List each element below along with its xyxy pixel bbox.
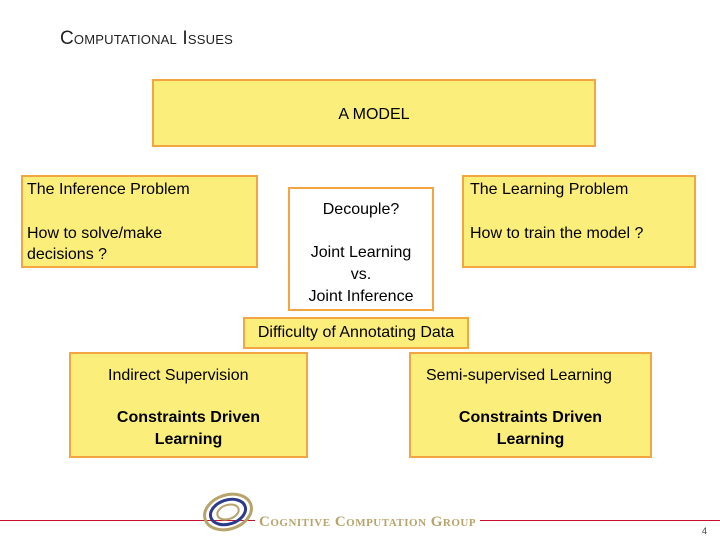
semi-supervised-title: Semi-supervised Learning: [426, 367, 612, 384]
learning-problem-box: [462, 175, 696, 268]
model-box: [152, 79, 596, 147]
learning-title: The Learning Problem: [470, 181, 629, 198]
joint-inference-label: Joint Inference: [308, 288, 414, 305]
decouple-box: [288, 187, 434, 311]
slide-title: Computational Issues: [60, 28, 233, 49]
logo-text: Cognitive Computation Group: [255, 514, 481, 531]
br-constraints-line2: Learning: [496, 431, 565, 448]
inference-problem-box: [21, 175, 258, 268]
inference-question-line1: How to solve/make: [27, 225, 163, 242]
difficulty-label: Difficulty of Annotating Data: [257, 324, 455, 341]
semi-supervised-box: [409, 352, 652, 458]
model-label: A MODEL: [338, 106, 410, 123]
bl-constraints-line1: Constraints Driven: [116, 409, 261, 426]
inference-question-line2: decisions ?: [27, 246, 108, 263]
vs-label: vs.: [350, 266, 372, 283]
cognitive-computation-logo-icon: [203, 492, 253, 532]
br-constraints-line1: Constraints Driven: [458, 409, 603, 426]
page-number: 4: [702, 526, 708, 536]
decouple-label: Decouple?: [322, 201, 400, 218]
learning-question: How to train the model ?: [470, 225, 644, 242]
indirect-supervision-box: [69, 352, 308, 458]
difficulty-box: [243, 317, 469, 349]
joint-learning-label: Joint Learning: [310, 244, 412, 261]
indirect-supervision-title: Indirect Supervision: [108, 367, 249, 384]
bl-constraints-line2: Learning: [154, 431, 223, 448]
inference-title: The Inference Problem: [27, 181, 190, 198]
